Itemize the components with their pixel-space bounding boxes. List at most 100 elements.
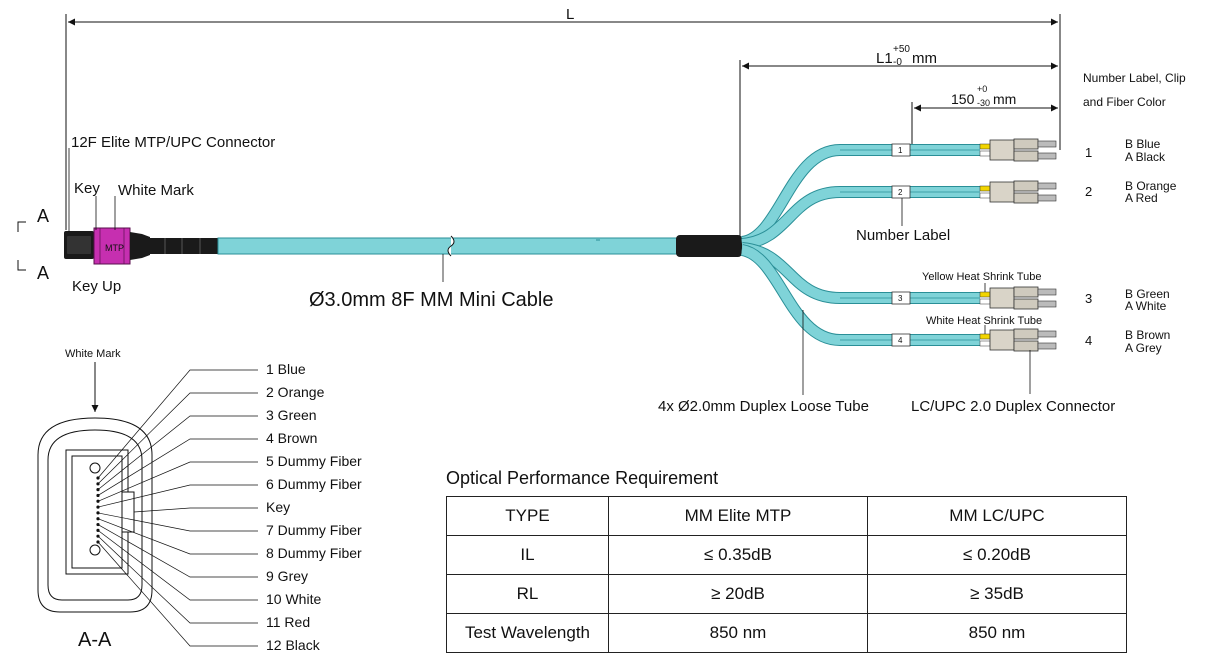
- pin-label: 9 Grey: [266, 568, 308, 584]
- leg-2-a: A Red: [1125, 191, 1158, 205]
- row-il-lc: ≤ 0.20dB: [867, 535, 1127, 575]
- header-type: TYPE: [446, 496, 609, 536]
- dimension-breakout-length: L1 +50 -0 mm: [739, 44, 1058, 240]
- pin-leader-line: [97, 518, 258, 555]
- pin-label: 5 Dummy Fiber: [266, 453, 362, 469]
- pin-label: 11 Red: [266, 614, 310, 630]
- yellow-tube-label: Yellow Heat Shrink Tube: [922, 271, 1041, 283]
- header-label-line1: Number Label, Clip: [1083, 71, 1186, 85]
- mtp-body-text: MTP: [105, 243, 124, 253]
- section-leader-lines: [97, 369, 258, 647]
- table-row: RL ≥ 20dB ≥ 35dB: [446, 574, 1127, 614]
- leg-3-number: 3: [1085, 291, 1092, 306]
- leg-1-number: 1: [1085, 145, 1092, 160]
- lc-connector-4: [979, 328, 1057, 352]
- pin-leader-line: [97, 530, 258, 601]
- white-tube-label: White Heat Shrink Tube: [926, 315, 1042, 327]
- pin-leader-line: [97, 524, 258, 578]
- dimension-l-label: L: [566, 6, 574, 23]
- row-il-mtp: ≤ 0.35dB: [608, 535, 868, 575]
- header-mtp: MM Elite MTP: [608, 496, 868, 536]
- lc-connectors: [979, 138, 1057, 352]
- dimension-stagger-value: 150: [951, 91, 975, 107]
- pin-label: 4 Brown: [266, 430, 317, 446]
- number-tags: 1 2 3 4: [891, 143, 911, 347]
- leg-4-b: B Brown: [1125, 328, 1170, 342]
- row-wavelength-lc: 850 nm: [867, 613, 1127, 653]
- performance-table: TYPE MM Elite MTP MM LC/UPC IL ≤ 0.35dB …: [446, 496, 1127, 653]
- row-rl-type: RL: [446, 574, 609, 614]
- tag-2: 2: [898, 188, 903, 197]
- lc-connector-3: [979, 286, 1057, 310]
- leg-1-b: B Blue: [1125, 137, 1161, 151]
- pin-leader-line: [97, 392, 258, 485]
- leg-2-number: 2: [1085, 184, 1092, 199]
- lc-connector-label: LC/UPC 2.0 Duplex Connector: [911, 398, 1115, 415]
- white-mark-label: White Mark: [118, 182, 194, 199]
- section-pin-labels: 1 Blue 2 Orange 3 Green 4 Brown 5 Dummy Fibe…: [266, 361, 362, 653]
- table-row: IL ≤ 0.35dB ≤ 0.20dB: [446, 535, 1127, 575]
- key-up-label: Key Up: [72, 278, 121, 295]
- pin-leader-line: [97, 541, 258, 647]
- pin-leader-line: [97, 369, 258, 479]
- leg-1-a: A Black: [1125, 150, 1166, 164]
- dimension-stagger-length: 150 +0 -30 mm: [911, 84, 1058, 150]
- header-lc: MM LC/UPC: [867, 496, 1127, 536]
- breakout-boot: [676, 235, 742, 257]
- trunk-cable-label: Ø3.0mm 8F MM Mini Cable: [309, 289, 554, 311]
- row-il-type: IL: [446, 535, 609, 575]
- loose-tube-label: 4x Ø2.0mm Duplex Loose Tube: [658, 398, 869, 415]
- dimension-overall-length: L: [65, 6, 1061, 230]
- dimension-l1-unit: mm: [912, 50, 937, 67]
- tag-3: 3: [898, 294, 903, 303]
- pin-label: 6 Dummy Fiber: [266, 476, 362, 492]
- dimension-l1-tol-lower: -0: [893, 57, 902, 68]
- section-title: A-A: [78, 629, 112, 651]
- number-label-callout: Number Label: [856, 227, 950, 244]
- pin-label: 3 Green: [266, 407, 317, 423]
- pin-label: 2 Orange: [266, 384, 325, 400]
- pin-label: 1 Blue: [266, 361, 306, 377]
- lc-connector-2: [979, 180, 1057, 204]
- dimension-l1-label: L1: [876, 50, 893, 67]
- table-header-row: TYPE MM Elite MTP MM LC/UPC: [446, 496, 1127, 536]
- key-label: Key: [74, 180, 100, 197]
- mtp-connector-label: 12F Elite MTP/UPC Connector: [71, 134, 275, 151]
- table-row: Test Wavelength 850 nm 850 nm: [446, 613, 1127, 653]
- section-marker-a: A A: [17, 206, 49, 283]
- row-wavelength-type: Test Wavelength: [446, 613, 609, 653]
- performance-title: Optical Performance Requirement: [446, 468, 719, 488]
- leg-2-b: B Orange: [1125, 179, 1177, 193]
- section-white-mark-label: White Mark: [65, 348, 121, 360]
- pin-leader-line: [133, 507, 258, 513]
- tag-4: 4: [898, 336, 903, 345]
- trunk-cable: Ø3.0mm 8F MM Mini Cable: [217, 235, 681, 311]
- dimension-l1-tol-upper: +50: [893, 44, 910, 55]
- breakout-callouts: Number Label Yellow Heat Shrink Tube Whi…: [658, 198, 1115, 415]
- pin-label: 10 White: [266, 591, 321, 607]
- header-label-line2: and Fiber Color: [1083, 95, 1166, 109]
- pin-label: 8 Dummy Fiber: [266, 545, 362, 561]
- pin-label: Key: [266, 499, 290, 515]
- pin-leader-line: [97, 415, 258, 490]
- pin-leader-line: [97, 461, 258, 502]
- leg-4-a: A Grey: [1125, 341, 1162, 355]
- dimension-stagger-unit: mm: [993, 91, 1016, 107]
- pin-leader-line: [97, 512, 258, 532]
- leg-labels: Number Label, Clip and Fiber Color 1 B B…: [1083, 71, 1186, 355]
- section-view: White Mark 1 Blue 2 Orange 3 Green 4 Brown 5…: [37, 348, 362, 653]
- row-wavelength-mtp: 850 nm: [608, 613, 868, 653]
- leg-4-number: 4: [1085, 333, 1092, 348]
- pin-label: 12 Black: [266, 637, 321, 653]
- row-rl-lc: ≥ 35dB: [867, 574, 1127, 614]
- lc-connector-1: [979, 138, 1057, 162]
- mtp-connector: MTP: [64, 227, 218, 265]
- loose-tubes: [740, 144, 980, 346]
- pin-leader-line: [97, 535, 258, 624]
- pin-label: 7 Dummy Fiber: [266, 522, 362, 538]
- pin-leader-line: [97, 438, 258, 496]
- mtp-callouts: 12F Elite MTP/UPC Connector Key White Ma…: [68, 134, 275, 295]
- tag-1: 1: [898, 146, 903, 155]
- leg-3-a: A White: [1125, 299, 1167, 313]
